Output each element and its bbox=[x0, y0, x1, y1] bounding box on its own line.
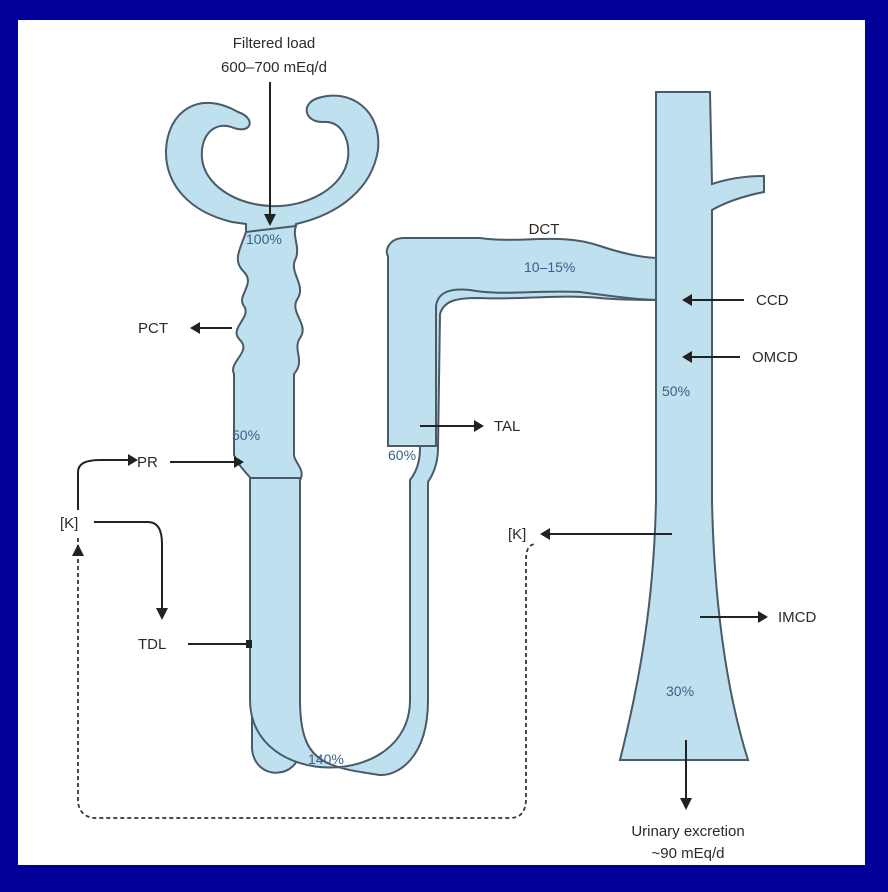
tdl-arrow-tip bbox=[246, 640, 252, 648]
k-right-arrowhead bbox=[540, 528, 550, 540]
loop-of-henle bbox=[250, 268, 658, 775]
pct-loop-label: 140% bbox=[308, 751, 344, 767]
pct-tal-label: 60% bbox=[388, 447, 416, 463]
urinary-arrowhead bbox=[680, 798, 692, 810]
dct-label: DCT bbox=[529, 221, 560, 238]
filtered-load-line2: 600–700 mEq/d bbox=[221, 59, 327, 76]
urinary-excretion-line2: ~90 mEq/d bbox=[652, 845, 725, 862]
dashed-arrowhead bbox=[72, 544, 84, 556]
pct-segment-label: PCT bbox=[138, 320, 168, 337]
urinary-excretion-line1: Urinary excretion bbox=[631, 823, 744, 840]
pct-arrowhead bbox=[190, 322, 200, 334]
collecting-duct bbox=[620, 92, 764, 760]
tdl-label: TDL bbox=[138, 636, 166, 653]
omcd-label: OMCD bbox=[752, 349, 798, 366]
ccd-label: CCD bbox=[756, 292, 789, 309]
pct-dct-label: 10–15% bbox=[524, 259, 575, 275]
filtered-load-line1: Filtered load bbox=[233, 35, 316, 52]
pct-ccd-label: 50% bbox=[662, 383, 690, 399]
k-to-tdl-arrowhead bbox=[156, 608, 168, 620]
k-to-tdl-arrow bbox=[94, 522, 162, 612]
imcd-label: IMCD bbox=[778, 609, 816, 626]
pct-imcd-label: 30% bbox=[666, 683, 694, 699]
k-left-label: [K] bbox=[60, 515, 78, 532]
imcd-arrowhead bbox=[758, 611, 768, 623]
tal-label: TAL bbox=[494, 418, 520, 435]
pct-100-label: 100% bbox=[246, 231, 282, 247]
potassium-recycling-dashed-path bbox=[78, 538, 536, 818]
tal-arrowhead bbox=[474, 420, 484, 432]
k-right-label: [K] bbox=[508, 526, 526, 543]
pct-pr-label: 50% bbox=[232, 427, 260, 443]
k-to-pr-arrow bbox=[78, 460, 132, 510]
pr-label: PR bbox=[137, 454, 158, 471]
